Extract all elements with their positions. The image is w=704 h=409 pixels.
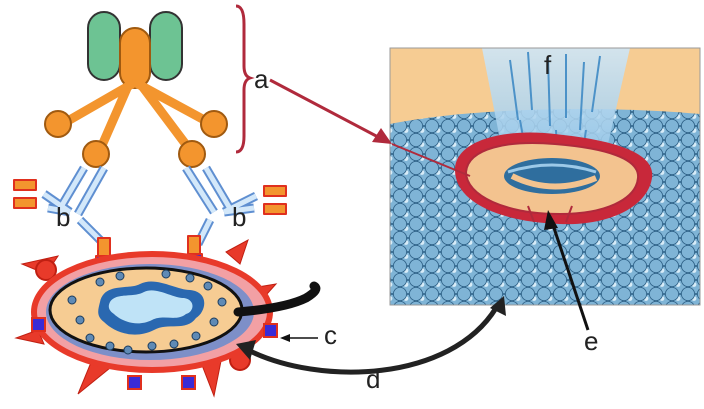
green-domain-right [149, 11, 183, 81]
arrow-e [544, 210, 590, 331]
orange-arms [61, 79, 213, 155]
arrow-a [269, 78, 471, 177]
arrow-c [280, 334, 318, 342]
surface-antigens [31, 317, 278, 390]
antibody-left [13, 165, 111, 270]
orange-ball [44, 110, 72, 138]
orange-ball [178, 140, 206, 168]
orange-ball [200, 110, 228, 138]
label-b-left: b [56, 202, 70, 232]
antibody-complex [44, 11, 228, 168]
green-domain-left [87, 11, 121, 81]
ribosomes [67, 269, 227, 355]
orange-ball [82, 140, 110, 168]
orange-domain-center [119, 27, 151, 89]
label-a: a [254, 64, 269, 94]
label-c: c [324, 320, 337, 350]
label-d: d [366, 364, 380, 394]
label-e: e [584, 326, 598, 356]
flagellum [233, 281, 321, 317]
bacterium-cell [14, 238, 321, 398]
arrow-d [236, 296, 506, 375]
brace-bracket [235, 4, 255, 154]
membrane-pore-panel [390, 48, 700, 305]
label-b-right: b [232, 202, 246, 232]
label-f: f [544, 50, 552, 80]
panel-border [389, 47, 701, 306]
pore-lip [510, 173, 598, 190]
nucleoid-inner [108, 290, 193, 324]
